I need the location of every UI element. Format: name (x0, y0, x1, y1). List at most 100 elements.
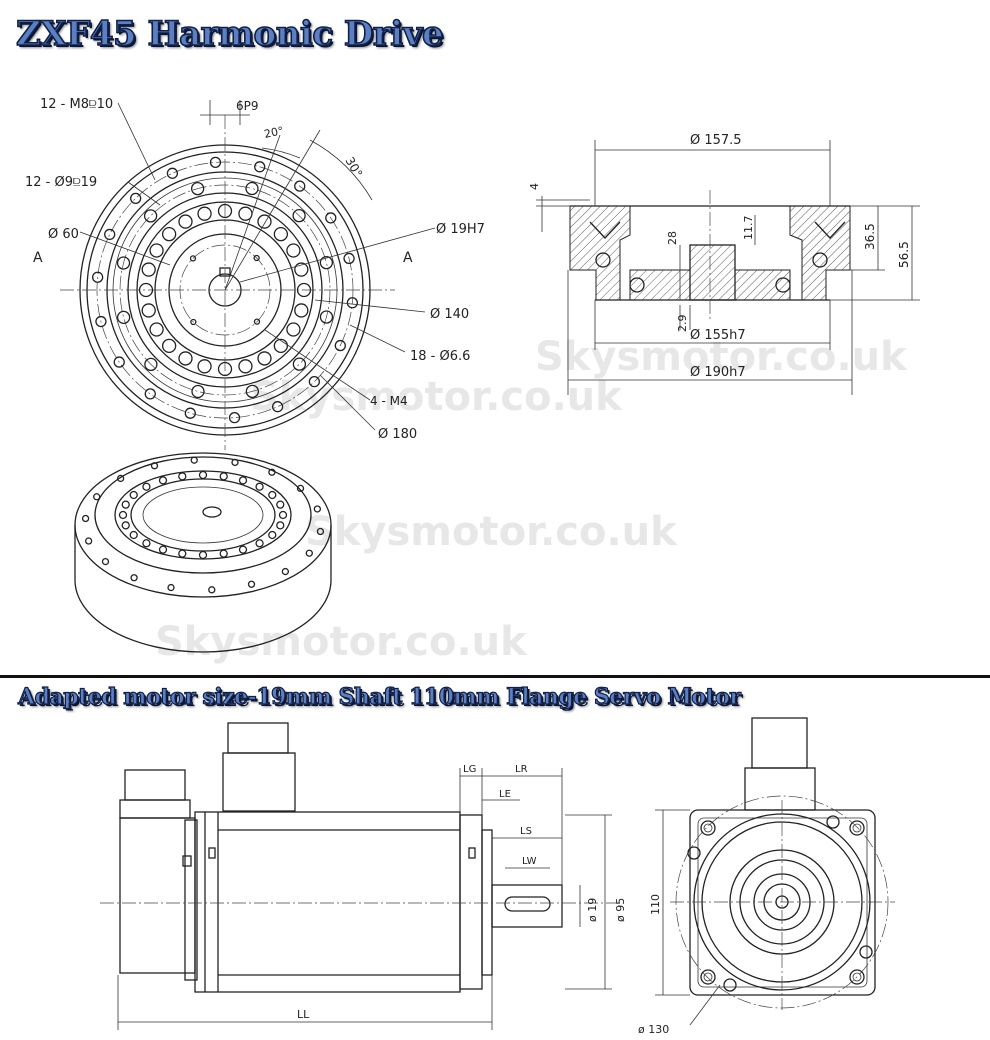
label-36-5: 36.5 (863, 223, 877, 250)
hole (161, 338, 177, 354)
label-lg: LG (463, 764, 476, 775)
hole (184, 407, 196, 419)
hole (253, 318, 261, 325)
label-d19h7: Ø 19H7 (436, 222, 485, 237)
hole (245, 181, 259, 196)
hole (245, 384, 260, 399)
label-section-a-left: A (33, 250, 43, 266)
hole (313, 505, 322, 513)
hole (166, 167, 179, 179)
label-shaft-d19: ø 19 (586, 898, 599, 922)
hole (238, 476, 248, 485)
label-d95: ø 95 (614, 898, 627, 922)
motor-title: Adapted motor size-19mm Shaft 110mm Flan… (17, 683, 741, 710)
hole (91, 271, 104, 283)
bolt-holes (91, 156, 359, 424)
hole (198, 550, 208, 560)
hole (209, 156, 222, 169)
hole (189, 255, 197, 262)
hole (141, 262, 156, 277)
hole (228, 411, 241, 424)
label-d155: Ø 155h7 (690, 328, 746, 343)
hole (294, 303, 309, 318)
label-ls: LS (520, 826, 532, 837)
hole (247, 580, 256, 588)
hole (130, 574, 138, 582)
hole (178, 549, 187, 558)
label-11-7: 11.7 (742, 216, 755, 241)
harmonic-drive-title: ZXF45 Harmonic Drive (15, 13, 444, 55)
section-view (536, 140, 920, 395)
hole (150, 462, 159, 470)
isometric-view (74, 452, 332, 653)
hole (325, 212, 337, 224)
hole (286, 322, 301, 337)
hole (271, 401, 284, 413)
hole (167, 583, 175, 592)
hole (191, 384, 205, 399)
label-d190: Ø 190h7 (690, 365, 746, 380)
hole (286, 243, 301, 258)
hole (158, 476, 168, 485)
label-d130: ø 130 (638, 1023, 669, 1036)
label-d157: Ø 157.5 (690, 133, 742, 148)
motor-front-labels: 110 ø 130 (638, 894, 669, 1036)
hole (308, 376, 320, 388)
hole (101, 557, 110, 566)
label-section-a-right: A (403, 250, 413, 266)
hole (231, 458, 239, 467)
label-18-holes: 18 - Ø6.6 (410, 349, 470, 364)
hole (178, 214, 193, 229)
hole (130, 192, 142, 204)
hole (292, 208, 306, 223)
hole (142, 539, 151, 548)
hole (129, 490, 138, 500)
hole (208, 586, 216, 594)
label-angle-20: 20° (263, 124, 285, 141)
hole (257, 351, 272, 366)
label-m8-holes: 12 - M8⫒10 (40, 97, 113, 112)
hole (253, 254, 260, 262)
hole (113, 356, 125, 368)
hole (149, 243, 164, 258)
hole (158, 545, 168, 554)
hole (143, 209, 158, 223)
hole (129, 530, 138, 540)
hole (238, 545, 248, 554)
iso-holes (81, 456, 325, 594)
hole (118, 510, 128, 520)
hole (121, 521, 130, 530)
hole (104, 228, 116, 241)
hole (255, 482, 264, 491)
hole (161, 226, 177, 242)
hole (178, 472, 187, 481)
hole (197, 359, 212, 374)
label-56-5: 56.5 (897, 241, 911, 268)
hole (217, 361, 233, 377)
hole (255, 539, 264, 548)
hole (296, 484, 305, 493)
section-divider (0, 675, 990, 678)
hole (217, 203, 233, 219)
label-28: 28 (666, 231, 679, 245)
hole (254, 161, 266, 173)
hole (292, 357, 307, 371)
label-le: LE (499, 789, 511, 800)
label-lr: LR (515, 764, 528, 775)
hole (268, 530, 277, 540)
hole (138, 282, 154, 298)
hole (316, 527, 325, 536)
hole (346, 297, 359, 309)
label-thickness-4: 4 (528, 183, 541, 190)
label-keyway: 6P9 (236, 99, 259, 113)
hole (81, 514, 90, 523)
label-9mm-holes: 12 - Ø9⫒19 (25, 175, 97, 190)
hole (268, 468, 276, 476)
hole (273, 226, 289, 242)
hole (190, 181, 205, 196)
hole (116, 310, 131, 325)
hole (268, 490, 277, 500)
hole (319, 310, 334, 324)
